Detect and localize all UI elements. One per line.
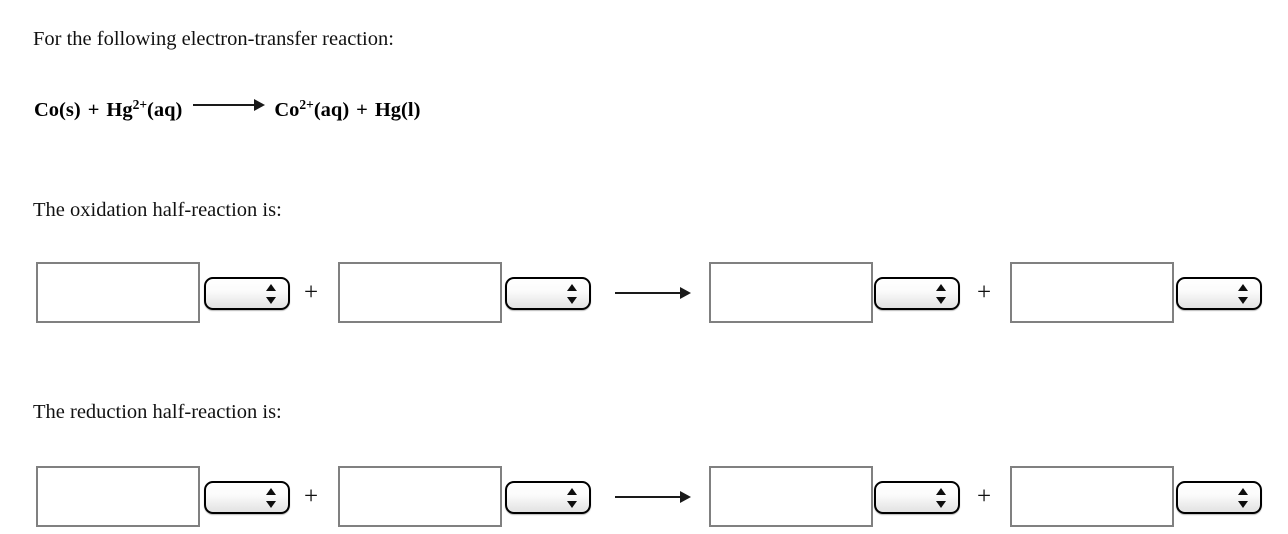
oxidation-coefficient-input-4[interactable] — [1010, 262, 1174, 323]
oxidation-coefficient-input-2[interactable] — [338, 262, 502, 323]
reduction-half-reaction-row: + + — [0, 462, 1288, 534]
oxidation-species-select-4[interactable] — [1176, 277, 1262, 310]
reduction-species-select-4[interactable] — [1176, 481, 1262, 514]
reduction-species-select-3[interactable] — [874, 481, 960, 514]
reaction-arrow-icon — [193, 99, 266, 111]
product-1-charge: 2+ — [299, 97, 314, 112]
stepper-arrows-icon — [567, 283, 578, 305]
oxidation-half-reaction-row: + + — [0, 258, 1288, 330]
reduction-coefficient-input-4[interactable] — [1010, 466, 1174, 527]
equation-plus-1: + — [87, 99, 100, 121]
oxidation-species-select-1[interactable] — [204, 277, 290, 310]
equation-plus-2: + — [356, 99, 368, 121]
stepper-arrows-icon — [266, 283, 277, 305]
stepper-arrows-icon — [1238, 487, 1249, 509]
oxidation-coefficient-input-3[interactable] — [709, 262, 873, 323]
reduction-prompt: The reduction half-reaction is: — [33, 401, 282, 423]
oxidation-prompt: The oxidation half-reaction is: — [33, 199, 282, 221]
oxidation-yields-arrow-icon — [615, 286, 691, 300]
reduction-plus-right: + — [977, 483, 992, 510]
intro-text: For the following electron-transfer reac… — [33, 28, 394, 50]
reduction-coefficient-input-2[interactable] — [338, 466, 502, 527]
reactant-1: Co(s) — [34, 99, 81, 121]
reduction-plus-left: + — [304, 483, 319, 510]
reactant-2-state: (aq) — [147, 99, 183, 121]
product-1-symbol: Co — [274, 99, 300, 121]
reduction-yields-arrow-icon — [615, 490, 691, 504]
overall-reaction-equation: Co(s) + Hg 2+ (aq) Co 2+ (aq) + Hg(l) — [34, 97, 421, 122]
product-1-state: (aq) — [313, 99, 350, 121]
reduction-species-select-2[interactable] — [505, 481, 591, 514]
stepper-arrows-icon — [1238, 283, 1249, 305]
stepper-arrows-icon — [936, 283, 947, 305]
stepper-arrows-icon — [567, 487, 578, 509]
reactant-2-charge: 2+ — [132, 97, 148, 112]
stepper-arrows-icon — [936, 487, 947, 509]
oxidation-species-select-3[interactable] — [874, 277, 960, 310]
reduction-coefficient-input-1[interactable] — [36, 466, 200, 527]
product-2: Hg(l) — [374, 99, 421, 121]
stepper-arrows-icon — [266, 487, 277, 509]
reactant-2-symbol: Hg — [106, 99, 133, 121]
reduction-species-select-1[interactable] — [204, 481, 290, 514]
oxidation-plus-left: + — [304, 279, 319, 306]
oxidation-plus-right: + — [977, 279, 992, 306]
reduction-coefficient-input-3[interactable] — [709, 466, 873, 527]
oxidation-coefficient-input-1[interactable] — [36, 262, 200, 323]
oxidation-species-select-2[interactable] — [505, 277, 591, 310]
